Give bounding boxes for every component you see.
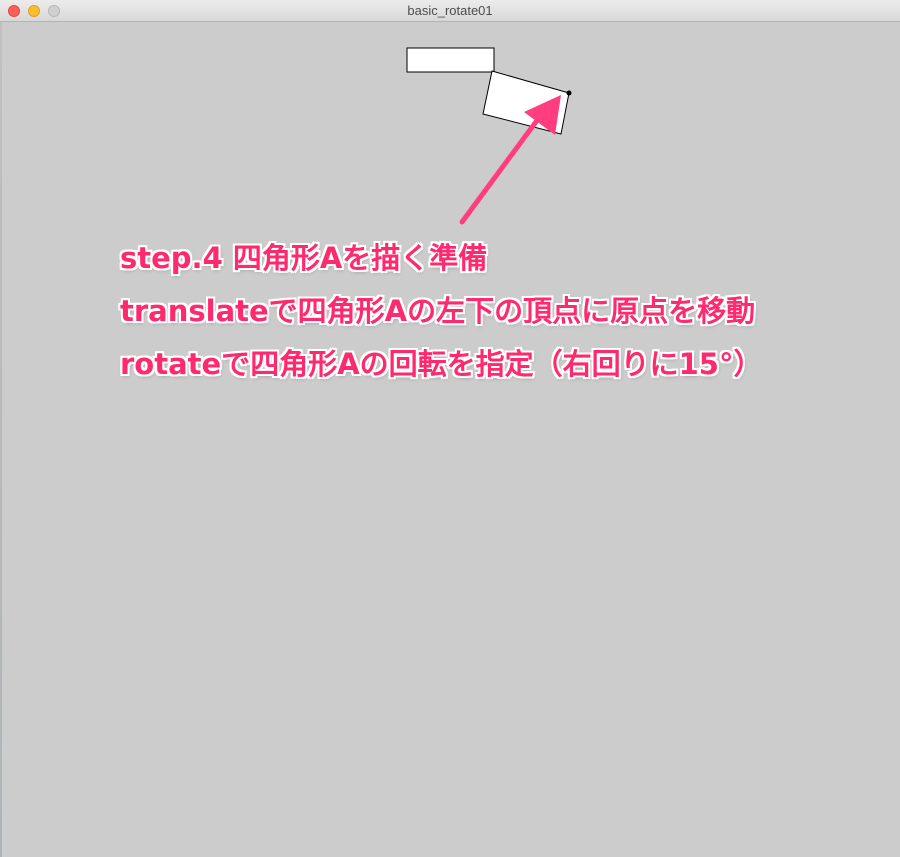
annotation-line-2: translateで四角形Aの左下の頂点に原点を移動 [120, 294, 756, 328]
annotation-line-3: rotateで四角形Aの回転を指定（右回りに15°） [120, 347, 763, 381]
window-left-edge [0, 22, 2, 857]
reference-rectangle [406, 47, 495, 73]
minimize-icon[interactable] [28, 5, 40, 17]
sketch-canvas [0, 22, 900, 857]
annotation-line-1: step.4 四角形Aを描く準備 [120, 241, 488, 275]
zoom-icon[interactable] [48, 5, 60, 17]
arrow-icon [459, 95, 561, 225]
close-icon[interactable] [8, 5, 20, 17]
annotation-text: step.4 四角形Aを描く準備 translateで四角形Aの左下の頂点に原点… [120, 232, 763, 391]
title-bar[interactable]: basic_rotate01 [0, 0, 900, 22]
origin-point [566, 90, 572, 96]
window-title: basic_rotate01 [407, 3, 493, 18]
